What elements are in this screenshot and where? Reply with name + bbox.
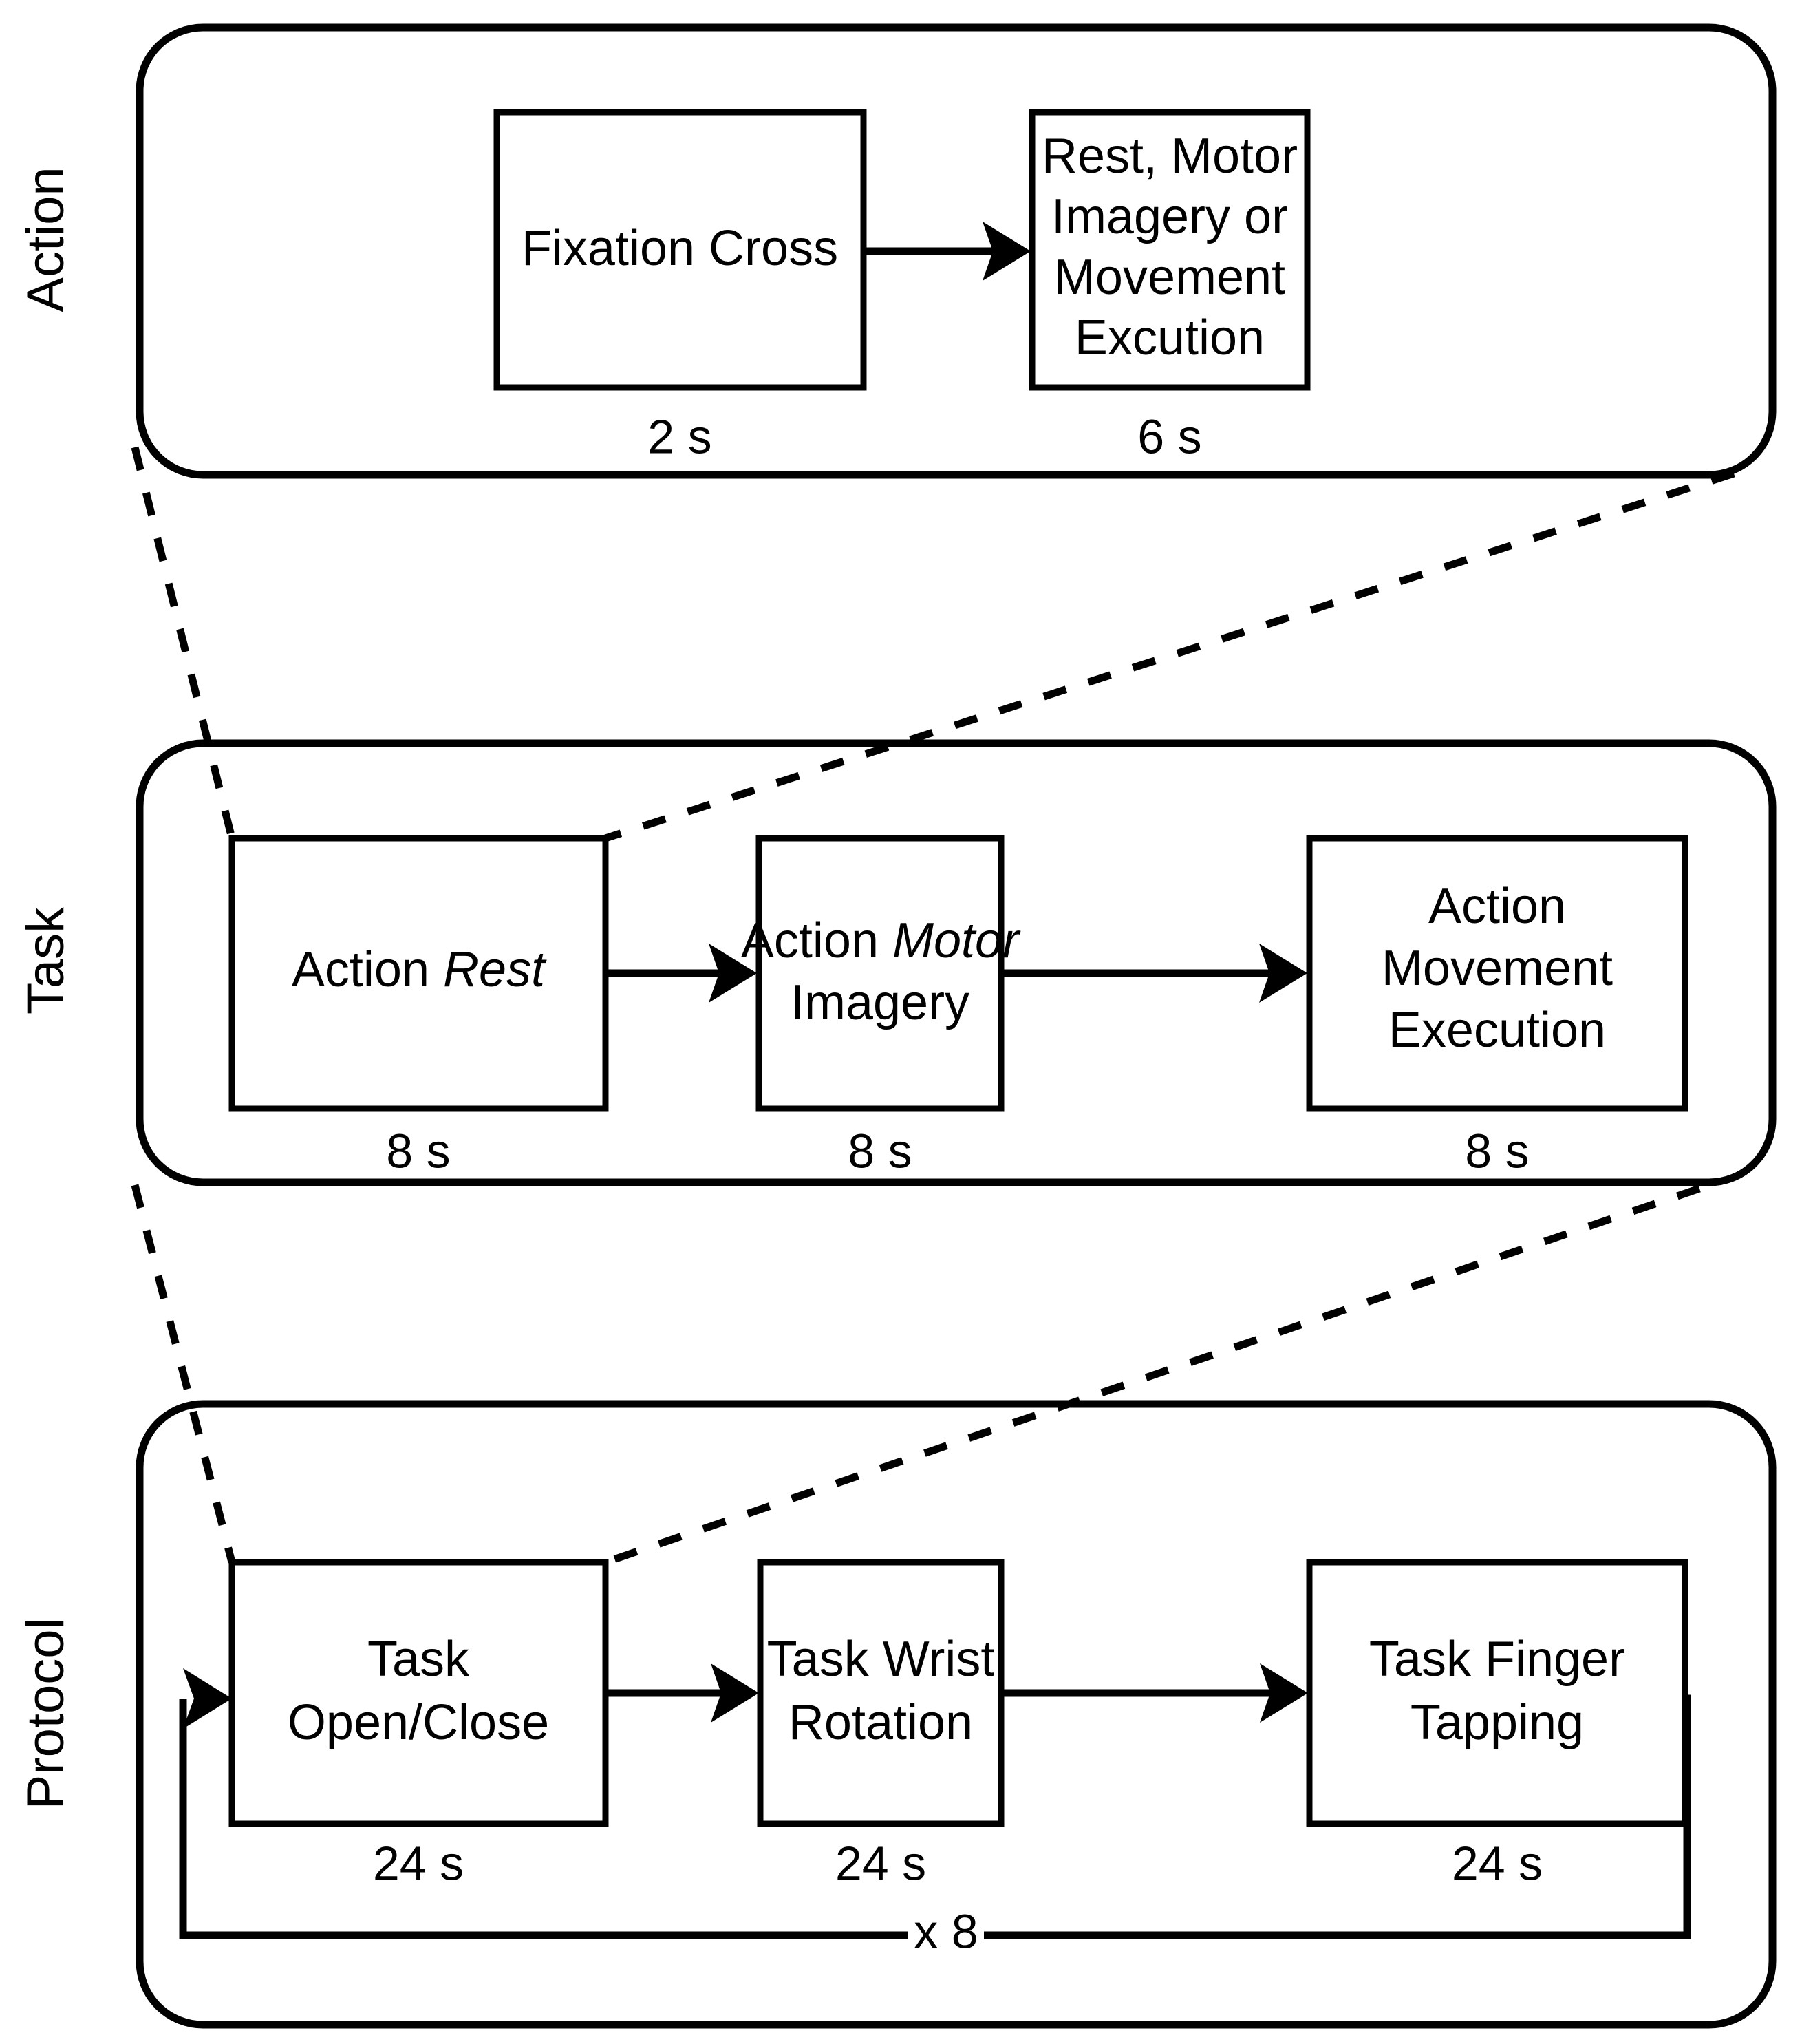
task-wrist-rotation-box	[757, 1559, 1005, 1827]
action-movement-execution-box	[1306, 835, 1688, 1112]
action-movement-execution-label-line3: Execution	[1388, 1003, 1606, 1058]
action-movement-execution-duration: 8 s	[1465, 1124, 1529, 1178]
task-open-close-label-line2: Open/Close	[288, 1695, 549, 1750]
protocol-panel-outline	[136, 1400, 1777, 2029]
fixation-cross-label: Fixation Cross	[522, 221, 838, 276]
action-rest-label: Action Rest	[292, 942, 547, 997]
fixation-cross-duration: 2 s	[647, 409, 711, 463]
protocol-arrow-head-1	[711, 1663, 759, 1723]
action-mi-plain: Action	[741, 913, 892, 968]
task-finger-tapping-label-line2: Tapping	[1411, 1695, 1584, 1750]
loop-count-backdrop	[908, 1920, 984, 1952]
zoom-line-action-right	[604, 469, 1735, 842]
protocol-arrow-head-2	[1260, 1663, 1308, 1723]
action-rest-italic: Rest	[443, 942, 547, 997]
task-wrist-rotation-label-line2: Rotation	[789, 1695, 973, 1750]
zoom-line-task-right	[604, 1184, 1701, 1566]
task-open-close-box	[228, 1559, 609, 1827]
task-arrow-head-2	[1259, 944, 1307, 1003]
action-side-label: Action	[17, 167, 75, 312]
protocol-side-label: Protocol	[17, 1618, 75, 1810]
action-mi-italic-1: Motor	[892, 913, 1021, 968]
action-rest-plain: Action	[292, 942, 443, 997]
rest-mi-me-duration: 6 s	[1137, 409, 1201, 463]
action-movement-execution-label-line1: Action	[1428, 879, 1566, 934]
rest-mi-me-box	[1029, 109, 1311, 391]
action-motor-imagery-duration: 8 s	[848, 1124, 912, 1178]
action-rest-box	[228, 835, 609, 1112]
action-motor-imagery-label-line2: Imagery	[791, 975, 969, 1030]
rest-mi-me-label-line1: Rest, Motor	[1042, 129, 1298, 184]
task-finger-tapping-label-line1: Task Finger	[1369, 1632, 1625, 1687]
action-arrow-head-1	[983, 222, 1031, 281]
task-finger-tapping-box	[1306, 1559, 1688, 1827]
protocol-loop-arrow-head	[183, 1668, 232, 1729]
rest-mi-me-label-line4: Excution	[1075, 310, 1265, 365]
zoom-line-task-left	[131, 1184, 236, 1564]
task-panel-outline	[136, 739, 1777, 1186]
loop-count-label: x 8	[914, 1904, 978, 1958]
task-open-close-duration: 24 s	[373, 1836, 464, 1890]
action-rest-duration: 8 s	[386, 1124, 450, 1178]
action-panel-outline	[136, 23, 1777, 479]
task-side-label: Task	[17, 906, 75, 1014]
action-movement-execution-label-line2: Movement	[1382, 941, 1613, 996]
action-motor-imagery-box	[755, 835, 1005, 1112]
rest-mi-me-label-line3: Movement	[1054, 250, 1285, 305]
task-arrow-head-1	[709, 944, 757, 1003]
task-wrist-rotation-label-line1: Task Wrist	[767, 1632, 995, 1687]
task-open-close-label-line1: Task	[367, 1632, 470, 1687]
zoom-line-action-left	[131, 446, 236, 840]
fixation-cross-box	[493, 109, 867, 391]
task-wrist-rotation-duration: 24 s	[835, 1836, 926, 1890]
rest-mi-me-label-line2: Imagery or	[1051, 189, 1288, 244]
action-motor-imagery-label-line1: Action Motor	[741, 913, 1021, 968]
task-finger-tapping-duration: 24 s	[1452, 1836, 1543, 1890]
